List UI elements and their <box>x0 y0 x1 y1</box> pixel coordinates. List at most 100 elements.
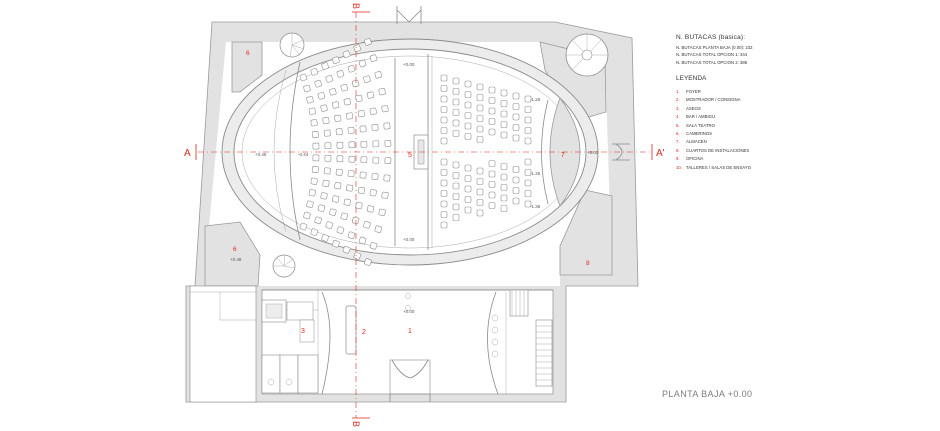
level-marker: +0.48 <box>230 257 242 262</box>
seat <box>371 173 379 180</box>
seat <box>348 155 356 163</box>
seat <box>332 56 340 65</box>
seat <box>488 181 496 188</box>
seat <box>464 196 472 203</box>
room-number: 2 <box>362 329 366 336</box>
seat <box>476 83 484 91</box>
seat <box>335 168 343 176</box>
legend-item-number: 2. <box>676 97 680 103</box>
seat <box>464 112 472 119</box>
seat <box>488 97 496 104</box>
seat <box>366 205 375 213</box>
legend-item-number: 8. <box>676 147 680 153</box>
seat <box>371 124 379 131</box>
seat <box>336 226 345 234</box>
legend-item: 8.CUARTOS DE INSTALACIONES <box>676 147 926 155</box>
legend-item-label: ALMACEN <box>686 139 707 145</box>
seat <box>512 134 520 142</box>
legend-item: 5.SALA TEATRO <box>676 122 926 130</box>
seat <box>303 211 311 220</box>
seat <box>353 44 362 53</box>
legend-item-number: 4. <box>676 114 680 120</box>
spiral-stair-top-right <box>565 33 609 77</box>
seat <box>476 178 484 185</box>
legend-item-number: 3. <box>676 105 680 111</box>
legend-item-number: 7. <box>676 139 680 145</box>
seat <box>500 163 508 170</box>
seat <box>524 116 532 124</box>
seat <box>314 79 322 88</box>
level-marker: -1.36 <box>530 204 541 209</box>
seat <box>464 175 472 182</box>
seat <box>512 187 520 194</box>
seat <box>323 167 331 175</box>
seat <box>336 141 344 149</box>
seat <box>512 176 520 184</box>
seat <box>346 184 354 192</box>
seat <box>440 85 448 92</box>
plan-title: PLANTA BAJA +0.00 <box>662 389 753 399</box>
seat <box>524 179 532 187</box>
seat <box>314 216 322 225</box>
legend-item-label: BAR / AMBIGU <box>686 114 716 120</box>
seat <box>332 101 340 109</box>
service-stair <box>535 319 553 387</box>
seat <box>369 107 377 115</box>
level-marker: +0.00 <box>403 62 415 67</box>
seat <box>372 156 380 164</box>
seat <box>323 129 331 137</box>
seat <box>325 75 334 83</box>
seat <box>488 191 496 199</box>
seat <box>452 182 460 190</box>
seat <box>476 209 484 217</box>
seat <box>440 221 448 229</box>
seat <box>299 222 308 231</box>
legend-item-label: OFICINA <box>686 156 704 162</box>
room-number: 7 <box>561 152 565 159</box>
seat <box>512 103 520 110</box>
seat <box>310 228 319 237</box>
seat <box>311 166 319 174</box>
seat <box>524 190 532 197</box>
seat <box>359 171 367 179</box>
seat <box>346 112 354 120</box>
seat <box>322 179 330 187</box>
seat <box>336 70 345 78</box>
seat <box>452 214 460 221</box>
seat <box>334 182 342 190</box>
seat <box>312 154 320 162</box>
legend-item: 3. ASEOS <box>676 105 926 113</box>
seat <box>500 110 508 118</box>
top-entrance-door <box>396 6 422 24</box>
seat <box>464 185 472 193</box>
seat <box>325 221 334 229</box>
level-marker: +0.45 <box>255 152 267 157</box>
seat <box>512 92 520 100</box>
legend-item: 7. ALMACEN <box>676 138 926 146</box>
legend-item-label: MOSTRADOR / CONSIGNA <box>686 97 741 103</box>
room-number: 3 <box>301 328 305 335</box>
seat <box>381 105 389 113</box>
seat <box>359 125 367 133</box>
seat <box>452 161 460 169</box>
seat <box>476 199 484 206</box>
seat <box>464 122 472 130</box>
seat <box>440 158 448 166</box>
legend-item: 1.FOYER <box>676 88 926 96</box>
legend-item-label: ASEOS <box>686 105 701 111</box>
legend-item-number: 5. <box>676 122 680 128</box>
seat <box>310 67 319 76</box>
seat <box>308 107 316 115</box>
seat <box>440 116 448 124</box>
seat <box>378 88 386 96</box>
seat <box>310 119 318 127</box>
seat <box>488 118 496 125</box>
legend-item: 6.CAMERINOS <box>676 130 926 138</box>
seat <box>488 202 496 209</box>
seat <box>347 170 355 178</box>
seat <box>476 94 484 101</box>
seat <box>332 195 340 203</box>
seat <box>340 212 348 221</box>
seat <box>524 127 532 134</box>
seat <box>500 121 508 128</box>
